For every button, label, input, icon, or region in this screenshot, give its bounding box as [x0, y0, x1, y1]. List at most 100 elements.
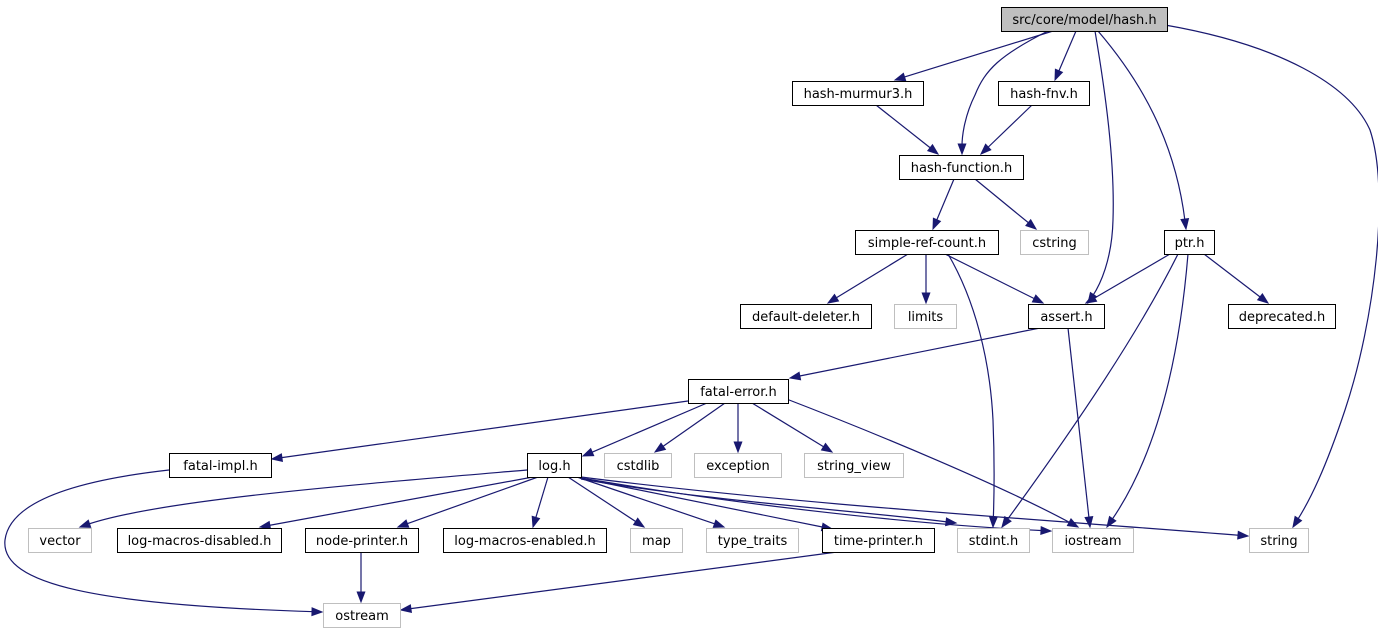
edge-arrowhead: [78, 519, 92, 528]
edge-line: [279, 400, 689, 459]
node-box: [894, 304, 957, 329]
node-box: [323, 603, 401, 628]
edge-hash-h-to-hash-fnv: [1054, 30, 1077, 82]
edge-arrowhead: [258, 520, 272, 530]
node-box: [1020, 230, 1089, 255]
edge-arrowhead: [1084, 293, 1098, 304]
edge-log-h-to-time-printer: [579, 477, 834, 532]
edge-arrowhead: [653, 442, 667, 453]
node-assert-h[interactable]: assert.h: [1028, 304, 1105, 329]
edge-hash-function-to-simple-ref-count: [932, 178, 955, 231]
node-box: [688, 379, 789, 404]
edge-ptr-h-to-deprecated-h: [1203, 253, 1270, 304]
edge-line: [576, 476, 717, 525]
node-box: [694, 453, 782, 478]
edge-arrowhead: [531, 515, 541, 529]
node-label: cstdlib: [617, 459, 660, 474]
edge-arrowhead: [957, 143, 967, 156]
node-label: type_traits: [718, 534, 788, 549]
edge-line: [834, 253, 909, 300]
edge-line: [947, 253, 995, 520]
node-box: [169, 453, 272, 478]
edge-arrowhead: [311, 607, 324, 617]
edge-ptr-h-to-stdint-h: [1001, 253, 1179, 529]
edge-arrowhead: [581, 447, 595, 457]
edge-line: [935, 178, 955, 222]
edge-arrowhead: [893, 72, 907, 82]
node-label: deprecated.h: [1239, 310, 1325, 325]
node-fatal-error[interactable]: fatal-error.h: [688, 379, 789, 404]
edge-arrowhead: [926, 143, 940, 155]
edge-line: [751, 402, 826, 449]
node-time-printer[interactable]: time-printer.h: [822, 528, 935, 553]
node-simple-ref-count[interactable]: simple-ref-count.h: [855, 230, 999, 255]
edge-line: [1067, 327, 1090, 520]
node-fatal-impl[interactable]: fatal-impl.h: [169, 453, 272, 478]
node-label: log-macros-enabled.h: [454, 534, 595, 549]
edge-arrowhead: [270, 453, 283, 463]
node-cstdlib: cstdlib: [604, 453, 672, 478]
node-label: exception: [706, 459, 770, 474]
node-log-h[interactable]: log.h: [527, 453, 582, 478]
edge-line: [580, 478, 949, 523]
node-hash-function[interactable]: hash-function.h: [899, 155, 1024, 180]
edge-arrowhead: [396, 519, 410, 528]
node-box: [957, 528, 1030, 553]
edge-hash-h-to-hash-function: [957, 30, 1049, 156]
edge-log-h-to-iostream: [580, 477, 1053, 535]
node-label: simple-ref-count.h: [868, 236, 986, 251]
node-limits: limits: [894, 304, 957, 329]
node-hash-h[interactable]: src/core/model/hash.h: [1001, 7, 1168, 32]
node-cstring: cstring: [1020, 230, 1089, 255]
edge-arrowhead: [399, 604, 412, 614]
node-label: ostream: [335, 609, 389, 624]
edge-hash-function-to-cstring: [974, 178, 1038, 230]
edge-line: [961, 30, 1049, 147]
node-box: [305, 528, 419, 553]
node-box: [28, 528, 92, 553]
edge-line: [974, 178, 1031, 225]
edge-arrowhead: [1292, 515, 1303, 529]
edge-fatal-impl-to-ostream: [4, 469, 324, 617]
node-ptr-h[interactable]: ptr.h: [1164, 230, 1215, 255]
node-box: [527, 453, 582, 478]
edge-line: [534, 476, 549, 520]
edge-assert-h-to-iostream: [1067, 327, 1094, 529]
node-label: log-macros-disabled.h: [128, 534, 272, 549]
edge-line: [567, 476, 638, 524]
node-log-macros-disabled[interactable]: log-macros-disabled.h: [117, 528, 282, 553]
edge-line: [267, 476, 534, 527]
node-box: [792, 81, 924, 106]
node-default-deleter[interactable]: default-deleter.h: [740, 304, 872, 329]
edge-hash-fnv-to-hash-function: [979, 104, 1033, 155]
edge-fatal-error-to-fatal-impl: [270, 400, 689, 463]
node-box: [604, 453, 672, 478]
edge-arrowhead: [932, 217, 942, 231]
node-hash-fnv[interactable]: hash-fnv.h: [998, 81, 1090, 106]
node-box: [1249, 528, 1309, 553]
node-box: [822, 528, 935, 553]
edge-fatal-error-to-exception: [733, 403, 743, 454]
node-node-printer[interactable]: node-printer.h: [305, 528, 419, 553]
edge-simple-ref-count-to-limits: [921, 254, 931, 305]
edge-simple-ref-count-to-stdint-h: [947, 253, 998, 529]
node-box: [1028, 304, 1105, 329]
edge-line: [580, 476, 1241, 536]
node-label: assert.h: [1040, 310, 1092, 325]
edge-arrowhead: [826, 293, 840, 304]
edge-arrowhead: [1180, 218, 1190, 231]
edge-ptr-h-to-iostream: [1106, 253, 1189, 529]
edge-arrowhead: [1031, 294, 1045, 304]
edge-arrowhead: [921, 292, 931, 305]
node-label: string: [1260, 534, 1297, 549]
edge-hash-h-to-hash-murmur3: [893, 30, 1054, 82]
node-hash-murmur3[interactable]: hash-murmur3.h: [792, 81, 924, 106]
edge-arrowhead: [1040, 525, 1053, 535]
edge-log-h-to-map: [567, 476, 646, 528]
edge-log-h-to-node-printer: [396, 476, 539, 528]
edge-line: [797, 327, 1041, 377]
node-box: [1164, 230, 1215, 255]
node-log-macros-enabled[interactable]: log-macros-enabled.h: [443, 528, 607, 553]
edge-line: [590, 402, 708, 454]
node-deprecated-h[interactable]: deprecated.h: [1228, 304, 1336, 329]
